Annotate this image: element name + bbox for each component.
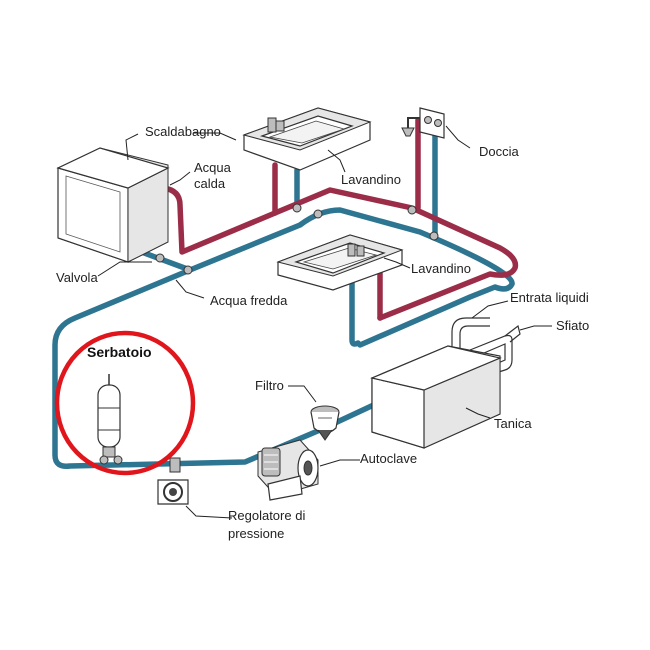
label-regolatore-1: Regolatore di xyxy=(228,508,305,523)
label-lavandino-top: Lavandino xyxy=(341,172,401,187)
highlight-circle xyxy=(54,330,196,476)
label-serbatoio: Serbatoio xyxy=(87,344,152,360)
water-heater-icon xyxy=(56,147,170,263)
label-tanica: Tanica xyxy=(494,416,532,431)
cold-pipe-left-loop xyxy=(52,267,383,470)
fitting-sink-top xyxy=(292,203,302,213)
hot-pipe-main xyxy=(160,185,519,321)
label-autoclave: Autoclave xyxy=(360,451,417,466)
label-acqua-calda-1: Acqua xyxy=(194,160,232,175)
pump-icon xyxy=(257,439,319,501)
fitting-cold-tee xyxy=(183,265,193,275)
sink-icon xyxy=(242,107,372,171)
pressure-regulator-icon xyxy=(157,457,189,505)
shower-icon xyxy=(401,107,445,139)
hot-water-pipes xyxy=(160,117,519,321)
label-filtro: Filtro xyxy=(255,378,284,393)
filter-icon xyxy=(310,405,340,441)
fitting-hot-sink-top xyxy=(313,209,323,219)
label-acqua-fredda: Acqua fredda xyxy=(210,293,288,308)
label-valvola: Valvola xyxy=(56,270,98,285)
cold-pipe-sink-mid xyxy=(349,262,361,347)
label-sfiato: Sfiato xyxy=(556,318,589,333)
fitting-shower-cold xyxy=(429,231,439,241)
water-tank-icon xyxy=(370,345,502,449)
label-acqua-calda-2: calda xyxy=(194,176,226,191)
label-doccia: Doccia xyxy=(479,144,520,159)
fitting-cold-junction xyxy=(155,253,165,263)
leader-lines xyxy=(97,125,552,519)
label-scaldabagno: Scaldabagno xyxy=(145,124,221,139)
sink-icon xyxy=(276,234,404,291)
label-entrata-liquidi: Entrata liquidi xyxy=(510,290,589,305)
fitting-shower xyxy=(407,205,417,215)
vent-and-inlet-pipes xyxy=(451,317,521,379)
accumulator-tank-icon xyxy=(97,374,123,465)
label-regolatore-2: pressione xyxy=(228,526,284,541)
label-lavandino-mid: Lavandino xyxy=(411,261,471,276)
